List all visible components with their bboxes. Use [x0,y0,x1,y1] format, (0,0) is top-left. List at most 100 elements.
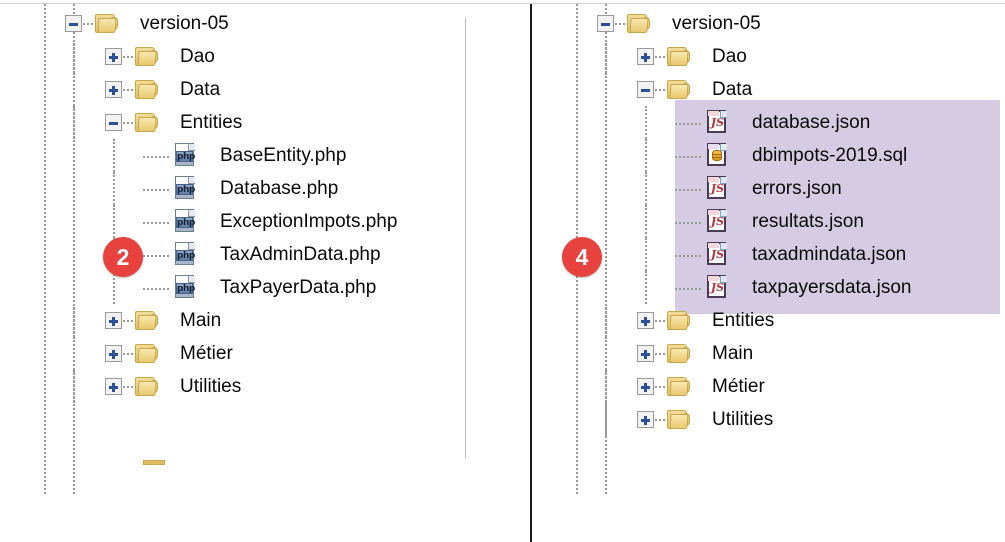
folder-icon [135,112,159,133]
tree-row[interactable]: Entities [0,106,530,139]
folder-icon [667,409,691,430]
tree-node-label: Utilities [180,375,242,397]
tree-guide-line [73,4,75,494]
tree-node-label: errors.json [752,177,842,199]
expander-plus-icon[interactable] [637,411,654,428]
tree-row[interactable]: version-05 [532,7,1005,40]
tree-row[interactable]: Dao [532,40,1005,73]
json-file-icon: JS [707,176,728,200]
expander-plus-icon[interactable] [105,312,122,329]
tree-guide-segment [645,271,647,304]
json-file-icon: JS [707,110,728,134]
tree-row[interactable]: JS resultats.json [532,205,1005,238]
expander-minus-icon[interactable] [597,15,614,32]
tree-node-label: Database.php [220,177,339,199]
tree-row[interactable]: Métier [0,337,530,370]
step-badge-2: 2 [103,237,143,277]
tree-row[interactable]: Utilities [0,370,530,403]
folder-icon [135,376,159,397]
folder-icon [135,79,159,100]
tree-row[interactable]: Data [0,73,530,106]
tree-connector [143,222,169,224]
tree-connector [655,320,665,322]
expander-minus-icon[interactable] [105,114,122,131]
expander-minus-icon[interactable] [65,15,82,32]
tree-connector [655,89,665,91]
tree-guide-segment [73,106,75,139]
tree-row[interactable]: Data [532,73,1005,106]
folder-icon [667,310,691,331]
tree-node-label: Utilities [712,408,774,430]
expander-plus-icon[interactable] [637,345,654,362]
expander-plus-icon[interactable] [637,48,654,65]
tree-guide-segment [73,304,75,337]
tree-row[interactable]: Entities [532,304,1005,337]
tree-guide-segment [645,172,647,205]
tree-node-label: BaseEntity.php [220,144,347,166]
expander-plus-icon[interactable] [105,48,122,65]
tree-guide-segment [113,172,115,205]
tree-node-label: Entities [712,309,775,331]
tree-guide-segment [605,370,607,403]
tree-guide-segment [113,271,115,304]
tree-row[interactable]: php BaseEntity.php [0,139,530,172]
tree-connector [143,156,169,158]
expander-minus-icon[interactable] [637,81,654,98]
tree-row[interactable]: version-05 [0,7,530,40]
expander-plus-icon[interactable] [637,378,654,395]
tree-connector [675,288,701,290]
tree-node-label: dbimpots-2019.sql [752,144,908,166]
tree-row[interactable]: JS errors.json [532,172,1005,205]
tree-row[interactable]: Dao [0,40,530,73]
tree-guide-segment [73,370,75,403]
tree-node-label: Entities [180,111,243,133]
tree-row[interactable]: Main [0,304,530,337]
tree-guide-line [44,4,46,494]
tree-node-label: resultats.json [752,210,864,232]
tree-connector [615,23,625,25]
tree-connector [675,255,701,257]
tree-guide-segment [645,238,647,271]
tree-row[interactable]: Utilities [532,403,1005,436]
tree-connector [143,189,169,191]
tree-node-label: Dao [712,45,747,67]
cropped-folder-icon [143,460,167,465]
tree-node-label: ExceptionImpots.php [220,210,398,232]
tree-connector [655,419,665,421]
tree-row[interactable]: Métier [532,370,1005,403]
json-file-icon: JS [707,209,728,233]
folder-icon [667,376,691,397]
tree-guide-segment [73,40,75,73]
expander-plus-icon[interactable] [637,312,654,329]
tree-connector [83,23,93,25]
tree-guide-segment [605,304,607,337]
tree-node-label: version-05 [672,12,761,34]
tree-row[interactable]: dbimpots-2019.sql [532,139,1005,172]
tree-guide-segment [605,337,607,370]
php-file-icon: php [175,242,196,266]
selection-highlight [675,100,1000,314]
left-panel-right-edge [465,18,466,458]
tree-guide-segment [73,337,75,370]
tree-connector [123,320,133,322]
expander-plus-icon[interactable] [105,345,122,362]
php-file-icon: php [175,143,196,167]
tree-guide-segment [73,73,75,106]
tree-node-label: Dao [180,45,215,67]
folder-icon [95,13,119,34]
top-rule [0,3,1005,4]
expander-plus-icon[interactable] [105,81,122,98]
tree-row[interactable]: Main [532,337,1005,370]
expander-plus-icon[interactable] [105,378,122,395]
tree-guide-segment [645,106,647,139]
tree-guide-segment [645,205,647,238]
